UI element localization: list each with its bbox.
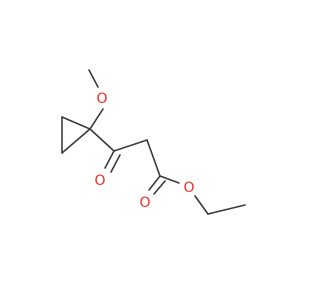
bond-cketone-ch2 bbox=[113, 139, 148, 152]
bond-omethoxy-cq bbox=[89, 108, 104, 130]
bond-cester-oester bbox=[159, 175, 180, 184]
bond-ethylch2-ch3 bbox=[207, 204, 246, 215]
carbonyl-oxygen-label: O bbox=[139, 195, 150, 211]
ketone-oxygen-label: O bbox=[94, 173, 105, 189]
bond-cketone-oketone-2 bbox=[110, 154, 121, 173]
bond-cq-cring1 bbox=[61, 116, 91, 130]
bond-cester-ocarbonyl-1 bbox=[148, 175, 161, 191]
bond-cester-ocarbonyl-2 bbox=[153, 180, 166, 195]
structure-canvas: O O O O bbox=[61, 69, 246, 215]
molecule-drawing: O O O O bbox=[61, 69, 246, 215]
bonds bbox=[61, 69, 246, 215]
bond-cketone-oketone-1 bbox=[104, 150, 115, 169]
bond-cring2-cq bbox=[61, 128, 91, 154]
ester-oxygen-label: O bbox=[183, 180, 194, 196]
methoxy-oxygen-label: O bbox=[96, 91, 107, 107]
bond-oester-ethylch2 bbox=[194, 195, 209, 215]
bond-cq-cketone bbox=[89, 128, 115, 152]
bond-ch2-cester bbox=[146, 139, 161, 177]
atom-labels: O O O O bbox=[94, 91, 194, 211]
bond-methyl-omethoxy bbox=[88, 69, 99, 88]
